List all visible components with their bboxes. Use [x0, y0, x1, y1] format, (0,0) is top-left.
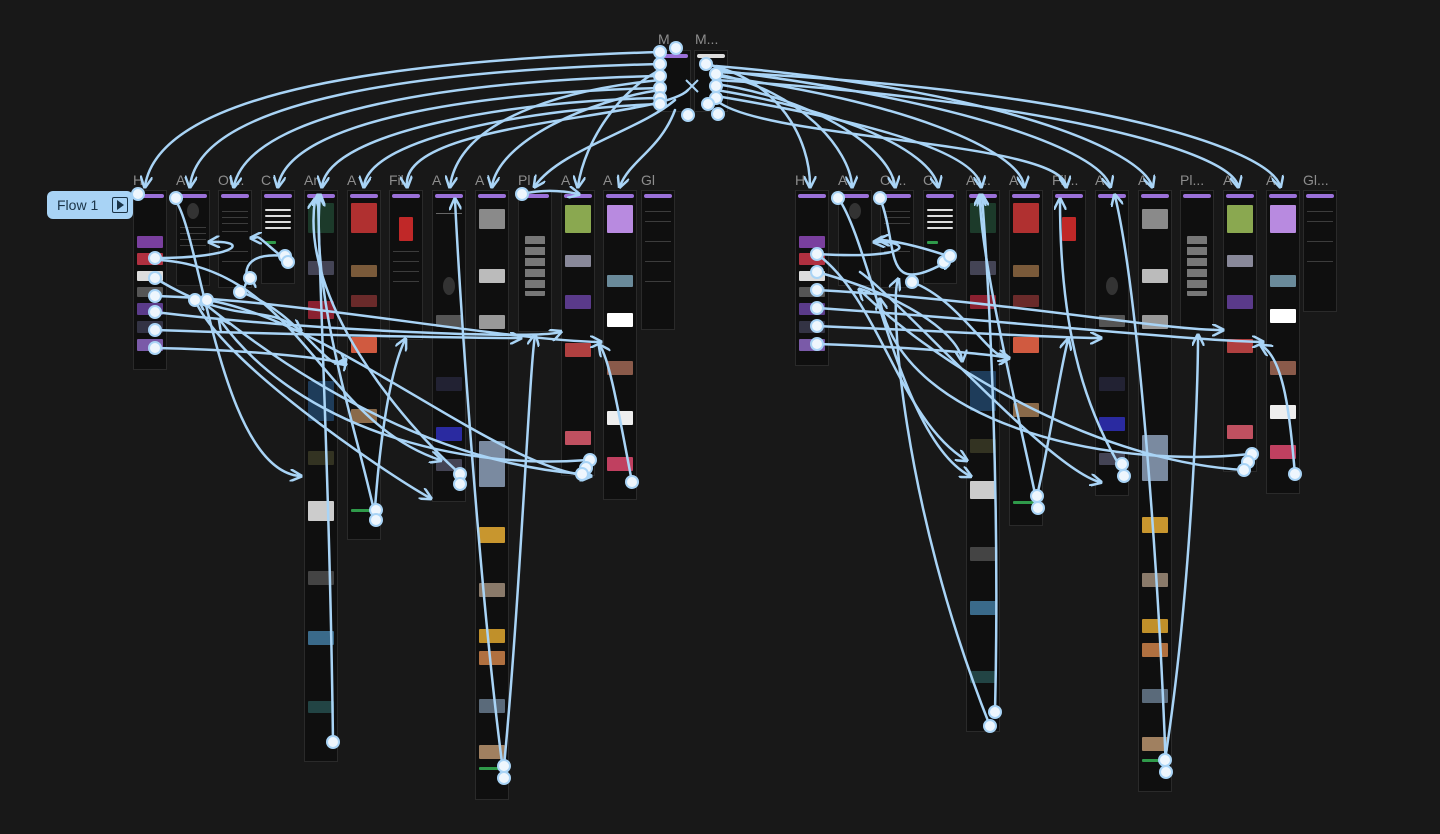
frame-label: A [561, 172, 571, 188]
frame-label: A [1266, 172, 1276, 188]
frame-label: Ar [304, 172, 318, 188]
frame-label: H [795, 172, 806, 188]
frame-label: Gl [641, 172, 655, 188]
frame-article-5[interactable] [561, 190, 595, 476]
frame-label: A [1138, 172, 1148, 188]
frame-label: Ot... [880, 172, 907, 188]
frame-label: A [347, 172, 357, 188]
frame-other[interactable] [880, 190, 914, 288]
frame-label: A [1095, 172, 1105, 188]
frame-label-menu-2: M... [695, 31, 719, 47]
frame-article-2[interactable] [347, 190, 381, 540]
frame-label: A [603, 172, 613, 188]
frame-label: Fil... [1052, 172, 1079, 188]
frame-label: Fil [389, 172, 404, 188]
frame-article-6[interactable] [1266, 190, 1300, 494]
frame-contact[interactable] [261, 190, 295, 284]
frame-article-3[interactable] [1095, 190, 1129, 496]
frame-label: A [432, 172, 442, 188]
frame-about[interactable] [838, 190, 872, 286]
frame-label: A [475, 172, 485, 188]
frame-label: Ot... [218, 172, 245, 188]
frame-article-4[interactable] [475, 190, 509, 800]
frame-article-1[interactable] [966, 190, 1000, 732]
frame-article-5[interactable] [1223, 190, 1257, 472]
frame-article-1[interactable] [304, 190, 338, 762]
frame-article-6[interactable] [603, 190, 637, 500]
frame-label: C [923, 172, 934, 188]
frame-label: A [838, 172, 848, 188]
frame-about[interactable] [176, 190, 210, 286]
frame-article-2[interactable] [1009, 190, 1043, 526]
frame-playlist[interactable] [518, 190, 552, 332]
frame-glossary[interactable] [1303, 190, 1337, 312]
frame-menu-2[interactable] [694, 50, 728, 112]
frame-article-3[interactable] [432, 190, 466, 502]
frame-home[interactable] [133, 190, 167, 370]
frame-contact[interactable] [923, 190, 957, 284]
frame-label: Pl... [1180, 172, 1205, 188]
frame-menu-1[interactable] [657, 50, 691, 112]
frame-film[interactable] [389, 190, 423, 340]
frame-glossary[interactable] [641, 190, 675, 330]
frame-label: A [1223, 172, 1233, 188]
frame-playlist[interactable] [1180, 190, 1214, 330]
frame-label: Pl [518, 172, 531, 188]
frame-label: H [133, 172, 144, 188]
frame-other[interactable] [218, 190, 252, 288]
frame-home[interactable] [795, 190, 829, 366]
flow-label: Flow 1 [57, 197, 99, 213]
frame-label-menu-1: M... [658, 31, 682, 47]
play-frame-icon[interactable] [112, 197, 129, 213]
frame-label: Ar... [966, 172, 991, 188]
frame-film[interactable] [1052, 190, 1086, 330]
frame-label: C [261, 172, 272, 188]
frame-label: A [1009, 172, 1019, 188]
frame-label: Gl... [1303, 172, 1329, 188]
frame-label: A [176, 172, 186, 188]
flow-start-badge[interactable]: Flow 1 [47, 191, 133, 219]
frame-article-4[interactable] [1138, 190, 1172, 792]
